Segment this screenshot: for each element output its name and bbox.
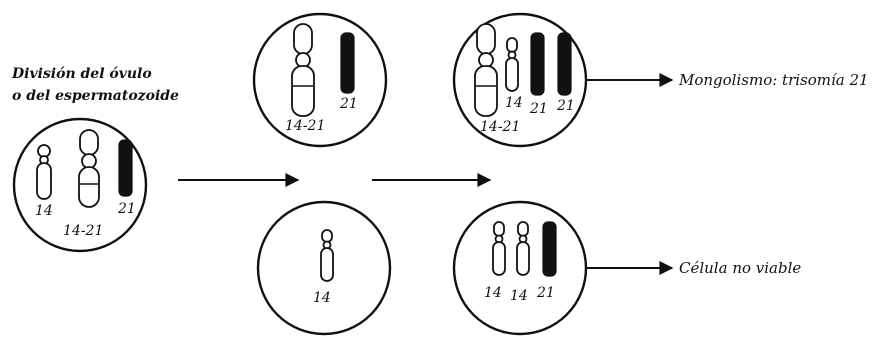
top-right-chromosome-21-a — [531, 33, 544, 95]
top-right-label-14-21: 14-21 — [480, 119, 520, 135]
bottom-right-cell: 14 14 21 — [454, 202, 586, 334]
parent-cell: 14 14-21 21 — [14, 119, 146, 251]
bottom-right-chromosome-14-a — [493, 222, 505, 275]
bottom-right-chromosome-14-b — [517, 222, 529, 275]
top-right-cell: 14-21 14 21 21 — [454, 14, 586, 146]
top-middle-cell: 14-21 21 — [254, 14, 386, 146]
bottom-right-label-14-b: 14 — [510, 288, 528, 304]
parent-label-14: 14 — [35, 203, 53, 219]
top-right-label-21-a: 21 — [529, 101, 548, 117]
parent-chromosome-14 — [37, 145, 51, 199]
bottom-middle-cell: 14 — [258, 202, 390, 334]
parent-label-14-21: 14-21 — [63, 223, 103, 239]
top-right-chromosome-21-b — [558, 33, 571, 95]
top-middle-label-14-21: 14-21 — [285, 118, 325, 134]
top-right-chromosome-14 — [506, 38, 518, 91]
top-middle-label-21: 21 — [339, 96, 358, 112]
outcome-bottom: Célula no viable — [679, 259, 801, 277]
parent-chromosome-21 — [119, 140, 132, 196]
bottom-middle-label-14: 14 — [313, 290, 331, 306]
title-line-2: o del espermatozoide — [12, 88, 179, 104]
bottom-right-label-14-a: 14 — [484, 285, 502, 301]
bottom-right-label-21: 21 — [536, 285, 555, 301]
top-middle-chromosome-21 — [341, 33, 354, 93]
top-middle-chromosome-14-21 — [292, 24, 314, 116]
top-right-label-14: 14 — [505, 95, 523, 111]
top-right-label-21-b: 21 — [556, 98, 575, 114]
parent-label-21: 21 — [117, 201, 136, 217]
parent-chromosome-14-21 — [79, 130, 99, 207]
bottom-right-chromosome-21 — [543, 222, 556, 276]
bottom-middle-chromosome-14 — [321, 230, 333, 281]
outcome-top: Mongolismo: trisomía 21 — [678, 71, 869, 89]
top-right-chromosome-14-21 — [475, 24, 497, 116]
title-line-1: División del óvulo — [11, 66, 152, 82]
